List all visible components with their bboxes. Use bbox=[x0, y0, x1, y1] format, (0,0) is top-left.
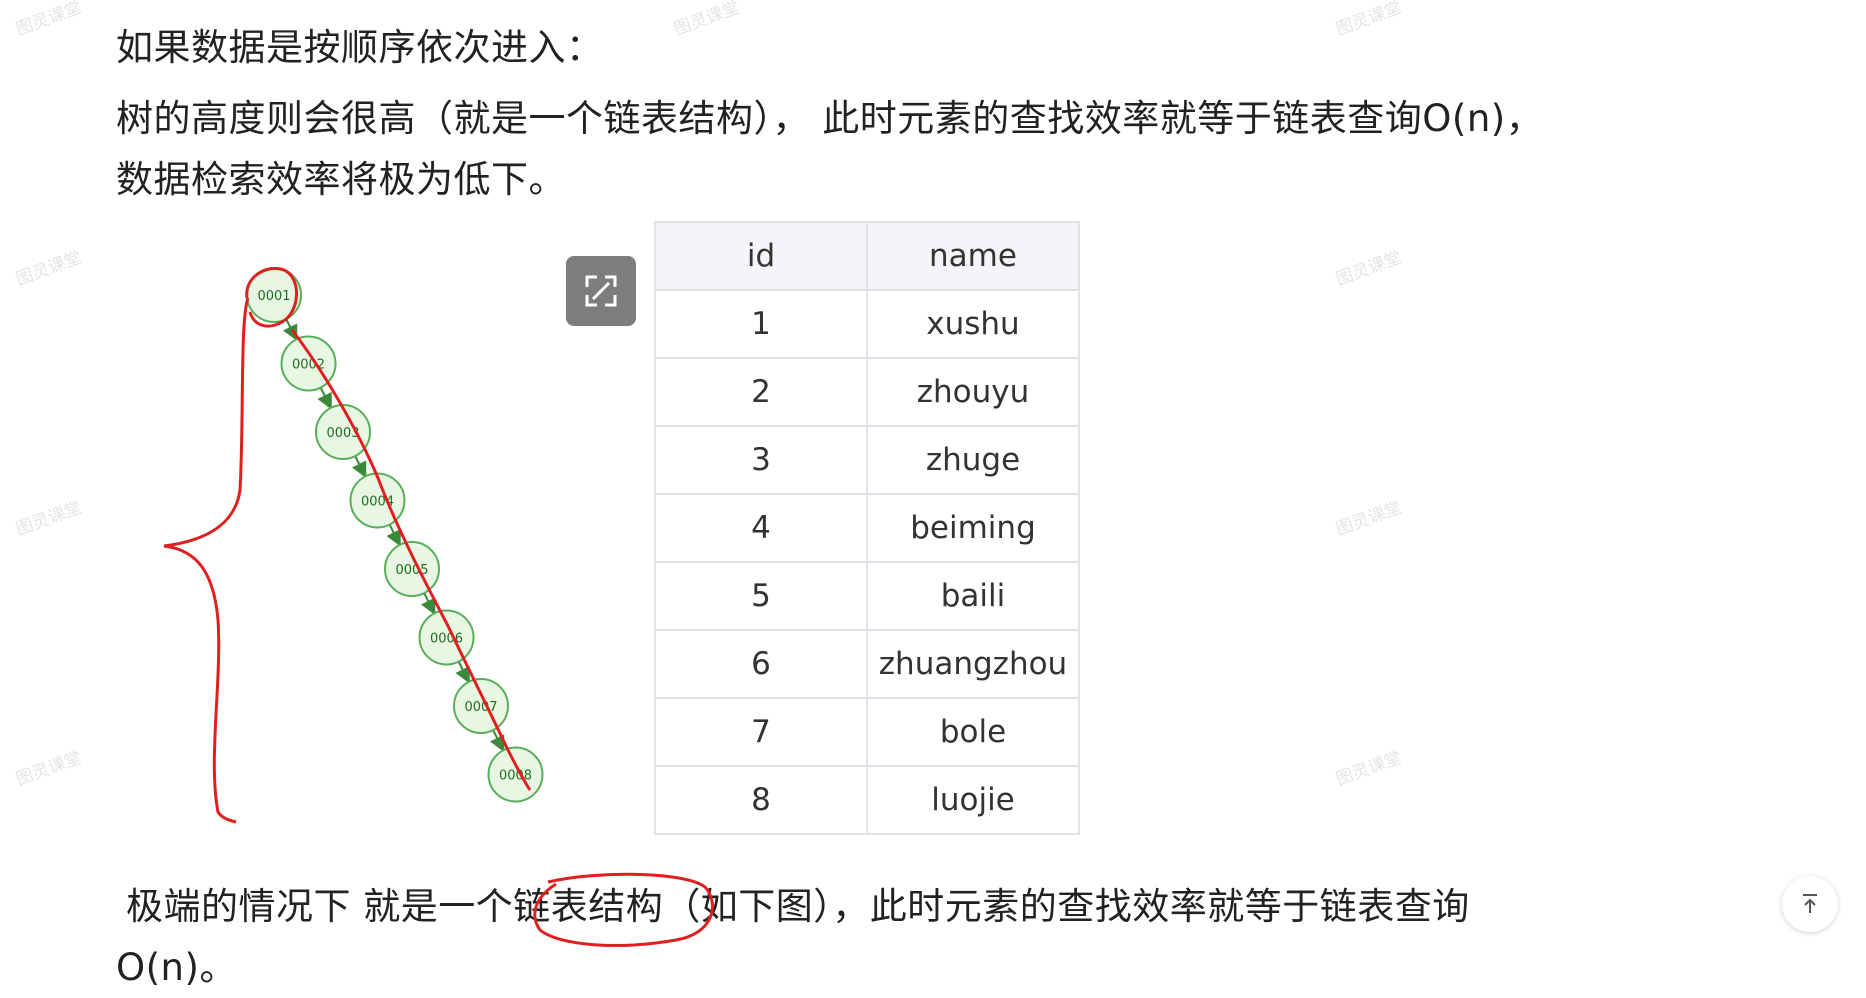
paragraph-tree-height: 树的高度则会很高（就是一个链表结构）， 此时元素的查找效率就等于链表查询O(n)… bbox=[116, 97, 1544, 140]
cell-id: 7 bbox=[654, 697, 868, 767]
tree-edge-arrow bbox=[386, 524, 401, 547]
watermark: 图灵课堂 bbox=[1333, 747, 1405, 790]
tree-node-label: 0003 bbox=[326, 426, 359, 441]
highlighted-linked-list: 链表结构 bbox=[513, 885, 664, 928]
column-header-id: id bbox=[654, 221, 868, 291]
annotation-circle bbox=[245, 267, 298, 328]
back-to-top-icon bbox=[1803, 894, 1817, 913]
cell-name: luojie bbox=[866, 765, 1080, 835]
annotation-brace bbox=[163, 297, 250, 824]
watermark: 图灵课堂 bbox=[671, 0, 743, 40]
watermark: 图灵课堂 bbox=[1333, 247, 1405, 290]
tree-edge-arrow bbox=[489, 729, 505, 753]
table-header-row: id name bbox=[654, 221, 1080, 291]
cell-name: zhouyu bbox=[866, 357, 1080, 427]
back-to-top-button[interactable] bbox=[1782, 876, 1838, 932]
cell-name: beiming bbox=[866, 493, 1080, 563]
tree-node-label: 0001 bbox=[257, 289, 290, 304]
text-before-highlight: 极端的情况下 就是一个 bbox=[126, 885, 514, 928]
watermark: 图灵课堂 bbox=[1333, 497, 1405, 540]
column-header-name: name bbox=[866, 221, 1080, 291]
cell-name: baili bbox=[866, 561, 1080, 631]
cell-id: 6 bbox=[654, 629, 868, 699]
expand-icon bbox=[585, 275, 617, 307]
annotation-trace-line bbox=[290, 329, 532, 791]
tree-node-label: 0002 bbox=[292, 358, 325, 373]
tree-node bbox=[280, 335, 337, 392]
cell-name: zhuge bbox=[866, 425, 1080, 495]
cell-name: bole bbox=[866, 697, 1080, 767]
tree-edge-arrow bbox=[420, 592, 436, 616]
expand-image-button[interactable] bbox=[566, 256, 636, 326]
cell-id: 2 bbox=[654, 357, 868, 427]
text-after-highlight: （如下图），此时元素的查找效率就等于链表查询 bbox=[663, 885, 1470, 928]
paragraph-extreme-case: 极端的情况下 就是一个链表结构（如下图），此时元素的查找效率就等于链表查询 bbox=[126, 877, 1470, 937]
cell-id: 8 bbox=[654, 765, 868, 835]
watermark: 图灵课堂 bbox=[1333, 0, 1405, 40]
cell-id: 1 bbox=[654, 289, 868, 359]
cell-id: 5 bbox=[654, 561, 868, 631]
cell-id: 4 bbox=[654, 493, 868, 563]
tree-node-label: 0007 bbox=[464, 700, 497, 715]
tree-edge-arrow bbox=[317, 387, 332, 410]
paragraph-intro: 如果数据是按顺序依次进入： bbox=[116, 26, 604, 69]
tree-node-label: 0008 bbox=[499, 769, 532, 784]
tree-edge-arrow bbox=[455, 661, 470, 684]
tree-edge-arrow bbox=[351, 455, 367, 479]
cell-id: 3 bbox=[654, 425, 868, 495]
paragraph-efficiency: 数据检索效率将极为低下。 bbox=[116, 158, 566, 201]
cell-name: xushu bbox=[866, 289, 1080, 359]
cell-name: zhuangzhou bbox=[866, 629, 1080, 699]
paragraph-complexity: O(n)。 bbox=[116, 946, 237, 989]
